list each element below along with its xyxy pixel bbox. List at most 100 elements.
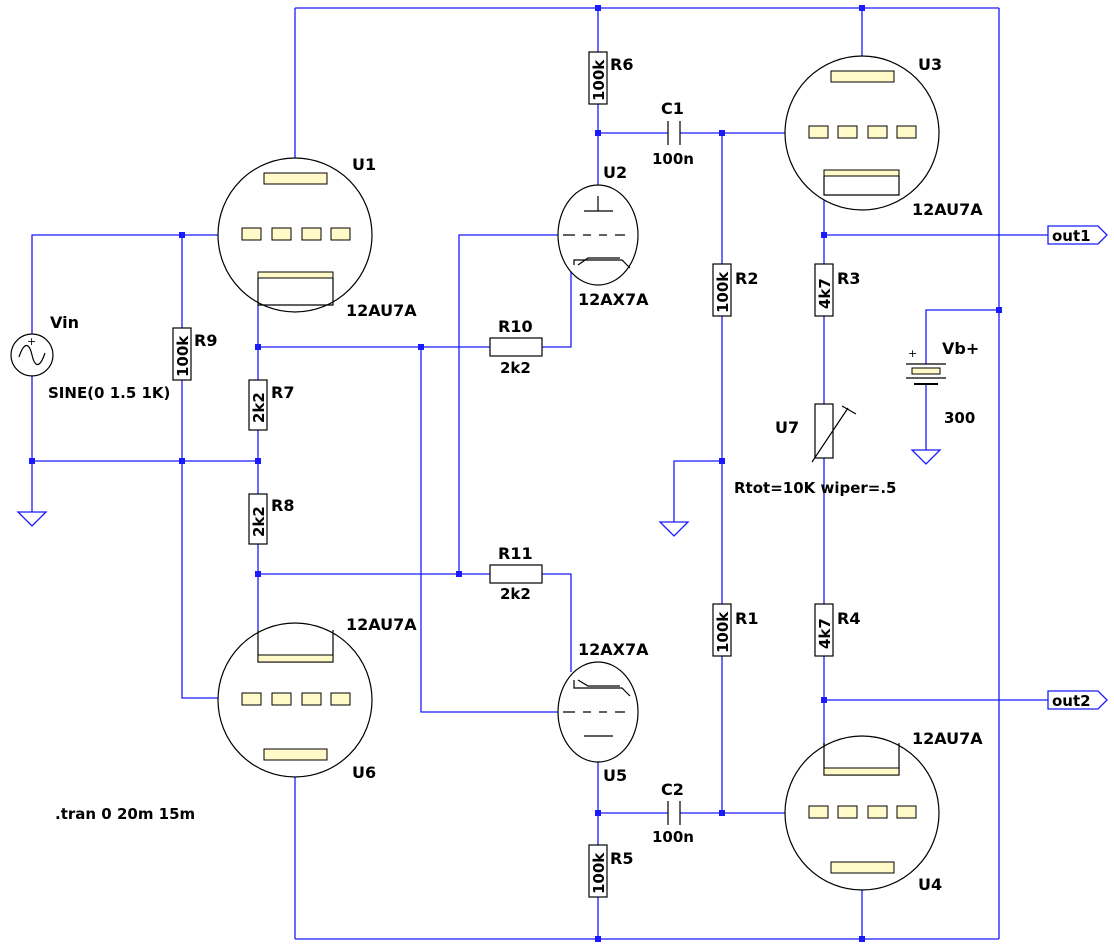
svg-text:+: + — [27, 335, 36, 348]
battery-vb[interactable]: + — [906, 347, 946, 385]
battery-vb-value: 300 — [944, 409, 975, 427]
tube-u5-model: 12AX7A — [578, 640, 649, 659]
tube-u4[interactable] — [784, 735, 940, 891]
wire-vb-positive — [925, 309, 999, 364]
junction-dot — [821, 232, 827, 238]
resistor-r10-ref: R10 — [498, 317, 533, 336]
junction-dot — [859, 5, 865, 11]
resistor-r11[interactable] — [489, 564, 543, 584]
resistor-r6-value: 100k — [590, 59, 608, 101]
resistor-r2-value: 100k — [714, 271, 732, 313]
junction-dot — [719, 130, 725, 136]
potentiometer-u7[interactable] — [811, 403, 857, 463]
resistor-r9-value: 100k — [174, 335, 192, 377]
resistor-r8-ref: R8 — [271, 496, 294, 515]
voltage-source-vin[interactable]: + — [10, 333, 54, 377]
tube-u2-model: 12AX7A — [578, 290, 649, 309]
resistor-r11-value: 2k2 — [500, 585, 531, 603]
junction-dot — [179, 458, 185, 464]
port-out1-label: out1 — [1052, 227, 1091, 245]
resistor-r10-value: 2k2 — [500, 359, 531, 377]
tube-grid-electrode — [330, 227, 351, 241]
resistor-r7-ref: R7 — [271, 383, 294, 402]
resistor-r8-value: 2k2 — [250, 506, 268, 537]
wire-r10-node — [258, 265, 572, 348]
resistor-r4-value: 4k7 — [816, 618, 834, 649]
resistor-r6[interactable]: 100k — [588, 51, 608, 105]
tube-grid-electrode — [867, 125, 888, 139]
port-out1[interactable]: out1 — [1047, 225, 1108, 245]
svg-text:+: + — [908, 347, 917, 360]
tube-u1-ref: U1 — [352, 155, 376, 174]
junction-dot — [255, 458, 261, 464]
junction-dot — [456, 571, 462, 577]
tube-grid-electrode — [837, 125, 858, 139]
tube-u1[interactable] — [217, 157, 373, 313]
resistor-r3[interactable]: 4k7 — [814, 263, 834, 317]
resistor-r4[interactable]: 4k7 — [814, 603, 834, 657]
junction-dot — [418, 344, 424, 350]
resistor-r6-ref: R6 — [610, 55, 633, 74]
grounds — [16, 449, 942, 537]
tube-cathode-electrode — [830, 861, 895, 874]
tube-grid-electrode — [241, 227, 262, 241]
wire-r11-node — [258, 573, 572, 672]
resistor-r5[interactable]: 100k — [588, 844, 608, 898]
tube-grid-electrode — [301, 227, 322, 241]
ground-symbol-vb — [910, 449, 942, 465]
junction-dot — [29, 458, 35, 464]
tube-u2[interactable] — [557, 184, 639, 286]
wire-cross-u2-grid — [458, 234, 560, 574]
tube-plate-electrode — [257, 654, 334, 663]
tube-u3[interactable] — [784, 55, 940, 211]
resistor-r7[interactable]: 2k2 — [248, 379, 268, 431]
tube-grid-electrode — [867, 805, 888, 819]
tube-u6-ref: U6 — [352, 763, 376, 782]
resistor-r8[interactable]: 2k2 — [248, 493, 268, 545]
resistor-r1-ref: R1 — [735, 609, 758, 628]
tube-u5-ref: U5 — [603, 766, 627, 785]
capacitor-c1-ref: C1 — [661, 99, 684, 118]
ground-symbol-vin — [16, 511, 48, 527]
tube-grid-electrode — [241, 692, 262, 706]
resistor-r3-value: 4k7 — [816, 278, 834, 309]
wire-r9 — [181, 235, 240, 699]
resistor-r3-ref: R3 — [837, 269, 860, 288]
capacitor-c2-ref: C2 — [661, 780, 684, 799]
capacitor-c2[interactable] — [667, 801, 681, 825]
resistor-r2[interactable]: 100k — [712, 263, 732, 317]
resistor-r9[interactable]: 100k — [172, 327, 192, 381]
voltage-source-vin-ref: Vin — [50, 313, 79, 332]
ground-symbol-pot — [658, 521, 690, 537]
junction-dot — [595, 936, 601, 942]
tube-cathode-electrode — [823, 169, 900, 177]
port-out2[interactable]: out2 — [1047, 690, 1108, 710]
tube-grid-electrode — [301, 692, 322, 706]
spice-directive[interactable]: .tran 0 20m 15m — [55, 805, 195, 823]
resistor-r5-value: 100k — [590, 852, 608, 894]
tube-grid-electrode — [808, 805, 829, 819]
junction-dot — [595, 810, 601, 816]
junction-dot — [821, 697, 827, 703]
tube-plate-electrode — [830, 70, 895, 83]
resistor-r2-ref: R2 — [735, 269, 758, 288]
tube-u6-model: 12AU7A — [346, 615, 417, 634]
tube-cathode-electrode — [257, 271, 334, 279]
junction-dot — [719, 458, 725, 464]
tube-grid-electrode — [271, 692, 292, 706]
tube-u5[interactable] — [557, 661, 639, 763]
resistor-r7-value: 2k2 — [250, 392, 268, 423]
resistor-r1[interactable]: 100k — [712, 603, 732, 657]
junctions — [29, 5, 1002, 942]
resistor-r10[interactable] — [489, 337, 543, 357]
junction-dot — [179, 232, 185, 238]
tube-u6[interactable] — [217, 622, 373, 778]
wire-pot-ground — [673, 460, 722, 522]
tube-plate-electrode — [823, 767, 900, 776]
voltage-source-vin-value: SINE(0 1.5 1K) — [48, 384, 170, 402]
resistor-r5-ref: R5 — [610, 849, 633, 868]
battery-vb-ref: Vb+ — [942, 339, 979, 358]
capacitor-c1[interactable] — [667, 121, 681, 145]
